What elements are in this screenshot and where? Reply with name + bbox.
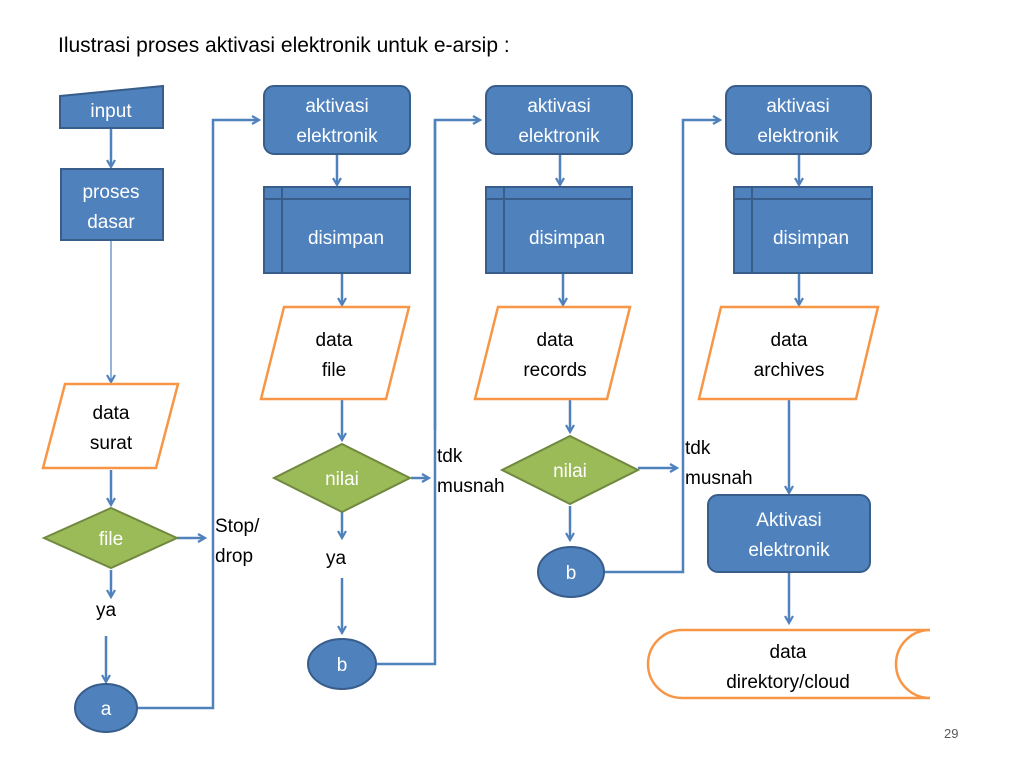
node-data-file-text-line-2: file — [322, 360, 346, 381]
node-nilai-2-text: nilai — [553, 461, 587, 482]
node-input-text-line-1: input — [90, 101, 132, 122]
node-data-file-text-line-1: data — [316, 330, 353, 351]
node-disimpan-3: disimpan — [733, 186, 873, 274]
node-nilai-1-decision: nilai — [271, 442, 413, 514]
label-stop-drop-line-2: drop — [215, 546, 254, 567]
node-disimpan-3-text: disimpan — [773, 228, 849, 249]
node-nilai-1-text: nilai — [325, 469, 359, 490]
node-aktivasi-1-text-line-1: aktivasi — [305, 96, 368, 117]
node-data-file: data file — [259, 305, 411, 401]
node-data-records-text-line-2: records — [523, 360, 586, 381]
node-disimpan-2-text-line-1: disimpan — [529, 228, 605, 249]
node-aktivasi-2-text-line-2: elektronik — [518, 126, 600, 147]
node-aktivasi-3-text-line-2: elektronik — [757, 126, 839, 147]
node-data-records: data records — [473, 305, 632, 401]
node-aktivasi-final: Aktivasi elektronik — [707, 494, 871, 573]
node-aktivasi-2-text: aktivasi elektronik — [518, 96, 600, 147]
label-tdk-musnah-1: tdk musnah — [437, 442, 505, 502]
node-proses-dasar: proses dasar — [60, 168, 164, 241]
node-b-2-connector: b — [537, 546, 605, 598]
node-data-cloud-text: data direktory/cloud — [726, 642, 850, 693]
label-tdk-musnah-1-line-1: tdk — [437, 446, 463, 467]
label-tdk-musnah-2-line-2: musnah — [685, 468, 753, 489]
node-aktivasi-2: aktivasi elektronik — [485, 85, 633, 155]
node-a-connector: a — [74, 683, 138, 733]
node-data-cloud-text-line-1: data — [770, 642, 807, 663]
node-data-records-text: data records — [523, 330, 586, 381]
connector-b2-aktivasi-3 — [604, 120, 720, 574]
node-nilai-2-decision: nilai — [499, 434, 641, 506]
node-b-1-connector: b — [307, 638, 377, 690]
node-disimpan-2-text: disimpan — [529, 228, 605, 249]
node-disimpan-3-text-line-1: disimpan — [773, 228, 849, 249]
node-proses-dasar-text-line-1: proses — [82, 182, 139, 203]
node-aktivasi-1-text: aktivasi elektronik — [296, 96, 378, 147]
node-disimpan-1-text: disimpan — [308, 228, 384, 249]
node-nilai-2-text-line-1: nilai — [553, 461, 587, 482]
label-tdk-musnah-2: tdk musnah — [685, 434, 753, 494]
label-tdk-musnah-2-line-1: tdk — [685, 438, 711, 459]
page-number: 29 — [944, 726, 959, 741]
node-input: input — [59, 84, 164, 129]
node-aktivasi-final-text-line-1: Aktivasi — [756, 510, 821, 531]
connector-a-aktivasi-1 — [138, 120, 259, 710]
node-b-2-text: b — [566, 563, 577, 584]
node-disimpan-1-text-line-1: disimpan — [308, 228, 384, 249]
node-file-text: file — [99, 529, 123, 550]
node-data-file-text: data file — [316, 330, 353, 381]
node-aktivasi-3-text-line-1: aktivasi — [766, 96, 829, 117]
node-data-archives-text: data archives — [754, 330, 825, 381]
node-data-cloud-text-line-2: direktory/cloud — [726, 672, 850, 693]
node-aktivasi-2-text-line-1: aktivasi — [527, 96, 590, 117]
label-ya-2: ya — [326, 548, 347, 569]
node-aktivasi-final-text-line-2: elektronik — [748, 540, 830, 561]
node-data-surat: data surat — [41, 382, 180, 470]
node-aktivasi-1-text-line-2: elektronik — [296, 126, 378, 147]
node-b-2-text-line-1: b — [566, 563, 577, 584]
label-ya-1: ya — [96, 600, 117, 621]
page-title: Ilustrasi proses aktivasi elektronik unt… — [58, 34, 510, 57]
node-data-cloud-storage: data direktory/cloud — [646, 628, 931, 700]
node-data-archives: data archives — [697, 305, 880, 401]
node-proses-dasar-text: proses dasar — [82, 182, 139, 233]
node-a-text: a — [101, 699, 112, 720]
node-data-surat-text-line-2: surat — [90, 433, 133, 454]
label-stop-drop: Stop/ drop — [215, 512, 259, 572]
node-b-1-text-line-1: b — [337, 655, 348, 676]
node-aktivasi-3: aktivasi elektronik — [725, 85, 872, 155]
node-data-surat-text: data surat — [90, 403, 133, 454]
node-nilai-1-text-line-1: nilai — [325, 469, 359, 490]
node-aktivasi-1: aktivasi elektronik — [263, 85, 411, 155]
node-proses-dasar-text-line-2: dasar — [87, 212, 135, 233]
node-data-archives-text-line-1: data — [771, 330, 808, 351]
node-data-records-text-line-1: data — [537, 330, 574, 351]
node-a-text-line-1: a — [101, 699, 112, 720]
node-data-archives-text-line-2: archives — [754, 360, 825, 381]
node-input-text: input — [90, 101, 132, 122]
label-tdk-musnah-1-line-2: musnah — [437, 476, 505, 497]
node-b-1-text: b — [337, 655, 348, 676]
node-file-text-line-1: file — [99, 529, 123, 550]
label-stop-drop-line-1: Stop/ — [215, 516, 260, 537]
node-aktivasi-3-text: aktivasi elektronik — [757, 96, 839, 147]
node-disimpan-2: disimpan — [485, 186, 633, 274]
node-aktivasi-final-text: Aktivasi elektronik — [748, 510, 830, 561]
node-file-decision: file — [41, 506, 180, 570]
node-disimpan-1: disimpan — [263, 186, 411, 274]
connectors — [106, 120, 799, 710]
node-data-surat-text-line-1: data — [93, 403, 130, 424]
